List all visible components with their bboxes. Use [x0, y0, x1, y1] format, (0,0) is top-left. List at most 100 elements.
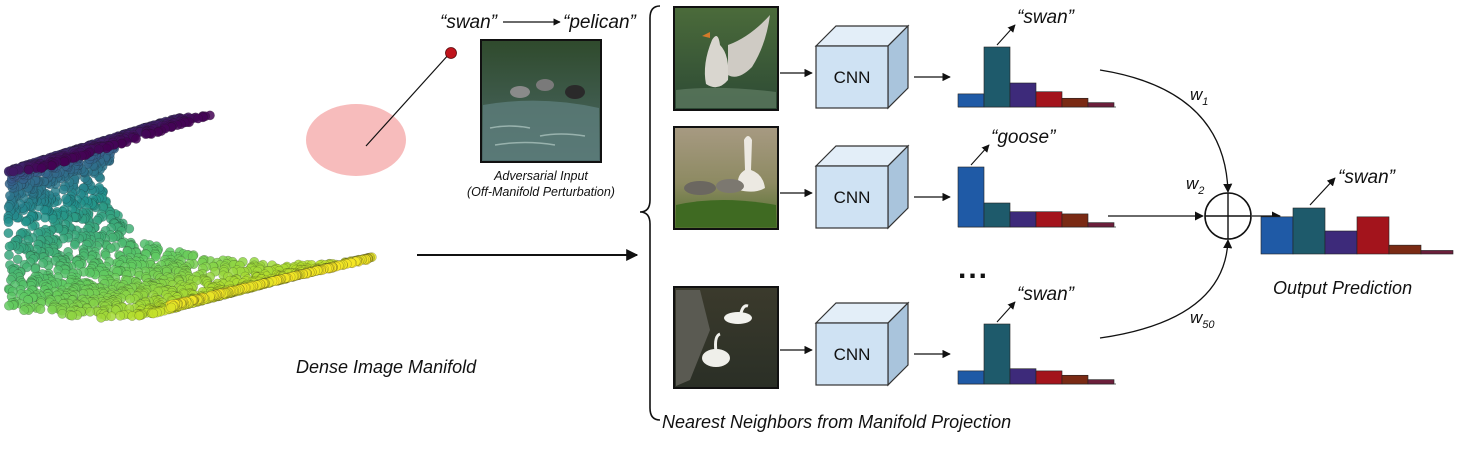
output-hist-bar	[1260, 216, 1294, 255]
cnn-block: CNN	[814, 301, 910, 387]
hist-bar	[983, 46, 1011, 108]
manifold-point	[35, 304, 46, 315]
adversarial-caption-line1: Adversarial Input	[493, 169, 588, 183]
manifold-point	[67, 310, 77, 321]
hist-bar	[957, 93, 985, 108]
manifold-point	[106, 311, 117, 322]
hist-bar	[1035, 370, 1063, 385]
neighbors-brace	[639, 5, 661, 421]
neighbor-histogram	[957, 46, 1116, 108]
hist-bar	[1035, 211, 1063, 228]
hist-bar	[1087, 379, 1115, 385]
manifold-point	[58, 184, 69, 195]
manifold-point	[69, 239, 80, 250]
manifold-point	[4, 250, 14, 260]
pred-pointer	[970, 144, 990, 166]
weight-curve-1	[1099, 69, 1233, 193]
dense-image-manifold	[3, 110, 377, 323]
cnn-label: CNN	[834, 188, 871, 207]
hist-bar	[1061, 374, 1089, 385]
adversarial-caption-line2: (Off-Manifold Perturbation)	[467, 185, 615, 199]
hist-bar	[1087, 222, 1115, 228]
manifold-point	[19, 305, 29, 316]
neighbor-prediction-label: “goose”	[991, 127, 1057, 148]
cnn-label: CNN	[834, 345, 871, 364]
neighbor-image-3	[673, 286, 779, 389]
neighbor-pipeline-3: CNN “swan”	[780, 284, 1116, 387]
manifold-point	[47, 304, 57, 315]
neighbor-histogram	[957, 323, 1116, 385]
cnn-label: CNN	[834, 68, 871, 87]
hist-bar	[983, 202, 1011, 228]
neighbor-pipeline-1: CNN “swan”	[780, 7, 1116, 110]
output-caption: Output Prediction	[1273, 278, 1412, 298]
weight-label-50: w50	[1190, 308, 1215, 331]
manifold-point	[166, 302, 177, 313]
manifold-point	[134, 310, 145, 321]
neighbor-pipelines: CNN “swan” CNN “goose” CNN “swan”	[780, 7, 1116, 387]
neighbor-prediction-label: “swan”	[1017, 284, 1076, 305]
manifold-point	[4, 241, 15, 252]
output-histogram	[1260, 207, 1454, 255]
pred-pointer	[996, 24, 1016, 46]
neighbors-caption: Nearest Neighbors from Manifold Projecti…	[662, 412, 1011, 432]
hist-bar	[1061, 213, 1089, 228]
output-hist-bar	[1356, 216, 1390, 255]
manifold-point	[131, 134, 141, 144]
output-hist-bar	[1292, 207, 1326, 255]
manifold-point	[148, 308, 159, 319]
manifold-point	[4, 300, 14, 311]
adversarial-point	[445, 47, 457, 59]
manifold-caption: Dense Image Manifold	[296, 357, 477, 377]
manifold-point	[85, 306, 95, 317]
manifold-point	[93, 144, 104, 155]
cnn-block: CNN	[814, 144, 910, 230]
output-pred-arrow	[1309, 177, 1336, 206]
hist-bar	[957, 166, 985, 228]
output-hist-bar	[1388, 244, 1422, 255]
cnn-block: CNN	[814, 24, 910, 110]
manifold-point	[150, 251, 161, 262]
weight-label-2: w2	[1186, 174, 1204, 197]
weight-curve-50	[1099, 239, 1233, 339]
manifold-point	[61, 193, 71, 204]
hist-bar	[1087, 102, 1115, 108]
hist-bar	[1009, 368, 1037, 385]
manifold-point	[193, 113, 203, 124]
manifold-point	[36, 163, 47, 174]
hist-bar	[1009, 211, 1037, 228]
hist-bar	[1009, 82, 1037, 108]
neighbor-histogram	[957, 166, 1116, 228]
adversarial-projection-region	[306, 104, 406, 176]
adversarial-input-image	[480, 39, 602, 163]
adversarial-true-label: “swan”	[440, 12, 499, 33]
hist-bar	[983, 323, 1011, 385]
manifold-point	[115, 310, 126, 321]
hist-bar	[957, 370, 985, 385]
neighbor-image-2	[673, 126, 779, 230]
manifold-point	[125, 294, 135, 304]
output-hist-bar	[1420, 250, 1454, 255]
manifold-point	[8, 166, 19, 177]
adversarial-target-label: “pelican”	[563, 12, 638, 33]
neighbor-image-1	[673, 6, 779, 111]
adversarial-projection-line	[365, 52, 451, 147]
weight-label-1: w1	[1190, 85, 1208, 108]
neighbors-ellipsis: ...	[958, 252, 989, 285]
manifold-point	[38, 258, 48, 269]
hist-bar	[1035, 91, 1063, 108]
sum-operator-icon	[1204, 192, 1252, 240]
manifold-point	[3, 228, 14, 238]
hist-bar	[1061, 97, 1089, 108]
neighbor-prediction-label: “swan”	[1017, 7, 1076, 28]
manifold-point	[3, 202, 14, 212]
manifold-point	[23, 164, 34, 175]
manifold-point	[96, 312, 106, 323]
output-prediction-label: “swan”	[1338, 167, 1397, 188]
neighbor-pipeline-2: CNN “goose”	[780, 127, 1116, 230]
manifold-point	[3, 217, 14, 228]
manifold-point	[12, 254, 23, 265]
pred-pointer	[996, 301, 1016, 323]
manifold-point	[140, 129, 151, 140]
